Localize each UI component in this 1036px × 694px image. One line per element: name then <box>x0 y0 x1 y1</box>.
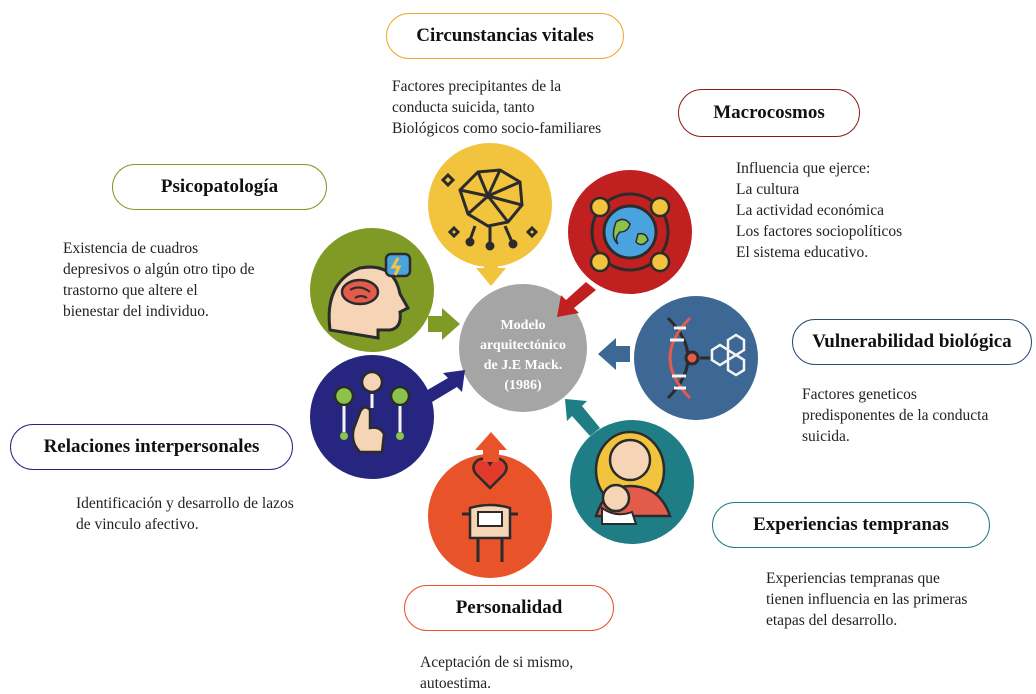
desc-macrocosmos: Influencia que ejerce: La cultura La act… <box>736 158 902 263</box>
desc-line: Aceptación de si mismo, <box>420 654 574 671</box>
center-line: de J.E Mack. <box>483 358 563 373</box>
arrow-psicopatologia <box>428 308 460 340</box>
title-personalidad: Personalidad <box>404 585 614 631</box>
desc-psicopatologia: Existencia de cuadros depresivos o algún… <box>63 238 255 322</box>
center-line: Modelo <box>500 318 546 333</box>
desc-line: de vinculo afectivo. <box>76 516 199 533</box>
circle-experiencias <box>570 420 694 544</box>
circle-relaciones <box>310 355 434 479</box>
desc-line: El sistema educativo. <box>736 244 869 261</box>
circle-vulnerabilidad <box>634 296 758 420</box>
desc-line: trastorno que altere el <box>63 282 198 299</box>
desc-relaciones: Identificación y desarrollo de lazos de … <box>76 493 294 535</box>
desc-personalidad: Aceptación de si mismo, autoestima. <box>420 652 573 694</box>
arrow-circunstancias <box>476 258 506 286</box>
title-psicopatologia: Psicopatología <box>112 164 327 210</box>
arrow-personalidad <box>475 432 507 462</box>
circle-circunstancias <box>428 143 552 267</box>
desc-line: Factores geneticos <box>802 386 917 403</box>
desc-line: Biológicos como socio-familiares <box>392 120 602 137</box>
desc-line: bienestar del individuo. <box>63 303 209 320</box>
desc-line: autoestima. <box>420 675 492 692</box>
title-circunstancias: Circunstancias vitales <box>386 13 624 59</box>
desc-line: conducta suicida, tanto <box>392 99 535 116</box>
desc-experiencias: Experiencias tempranas que tienen influe… <box>766 568 967 631</box>
center-label: Modelo arquitectónico de J.E Mack. (1986… <box>459 316 587 396</box>
desc-line: La cultura <box>736 181 800 198</box>
people-network-icon <box>333 370 411 454</box>
desc-line: suicida. <box>802 428 850 445</box>
desc-line: Factores precipitantes de la <box>392 78 562 95</box>
neural-network-icon <box>440 168 539 251</box>
head-stress-icon <box>327 252 412 340</box>
circle-personalidad <box>428 454 552 578</box>
desc-line: Experiencias tempranas que <box>766 570 940 587</box>
desc-line: Los factores sociopolíticos <box>736 223 903 240</box>
center-circle <box>459 284 587 412</box>
center-line: arquitectónico <box>479 338 567 353</box>
title-relaciones: Relaciones interpersonales <box>10 424 293 470</box>
arrow-experiencias <box>565 399 600 436</box>
desc-line: Existencia de cuadros <box>63 240 199 257</box>
desc-line: depresivos o algún otro tipo de <box>63 261 255 278</box>
title-vulnerabilidad: Vulnerabilidad biológica <box>792 319 1032 365</box>
title-macrocosmos: Macrocosmos <box>678 89 860 137</box>
globe-network-icon <box>589 192 671 273</box>
arrow-vulnerabilidad <box>598 338 630 370</box>
desc-line: Identificación y desarrollo de lazos <box>76 495 294 512</box>
desc-line: tienen influencia en las primeras <box>766 591 968 608</box>
arrow-macrocosmos <box>557 282 596 317</box>
circle-psicopatologia <box>310 228 434 352</box>
desc-circunstancias: Factores precipitantes de la conducta su… <box>392 76 601 139</box>
desc-vulnerabilidad: Factores geneticos predisponentes de la … <box>802 384 988 447</box>
dna-icon <box>666 316 746 400</box>
title-experiencias: Experiencias tempranas <box>712 502 990 548</box>
circle-macrocosmos <box>568 170 692 294</box>
person-heart-icon <box>462 457 518 562</box>
desc-line: La actividad económica <box>736 202 885 219</box>
mother-baby-icon <box>594 430 672 525</box>
desc-line: etapas del desarrollo. <box>766 612 898 629</box>
desc-line: Influencia que ejerce: <box>736 160 871 177</box>
desc-line: predisponentes de la conducta <box>802 407 989 424</box>
center-line: (1986) <box>504 378 542 393</box>
arrow-relaciones <box>424 370 465 402</box>
